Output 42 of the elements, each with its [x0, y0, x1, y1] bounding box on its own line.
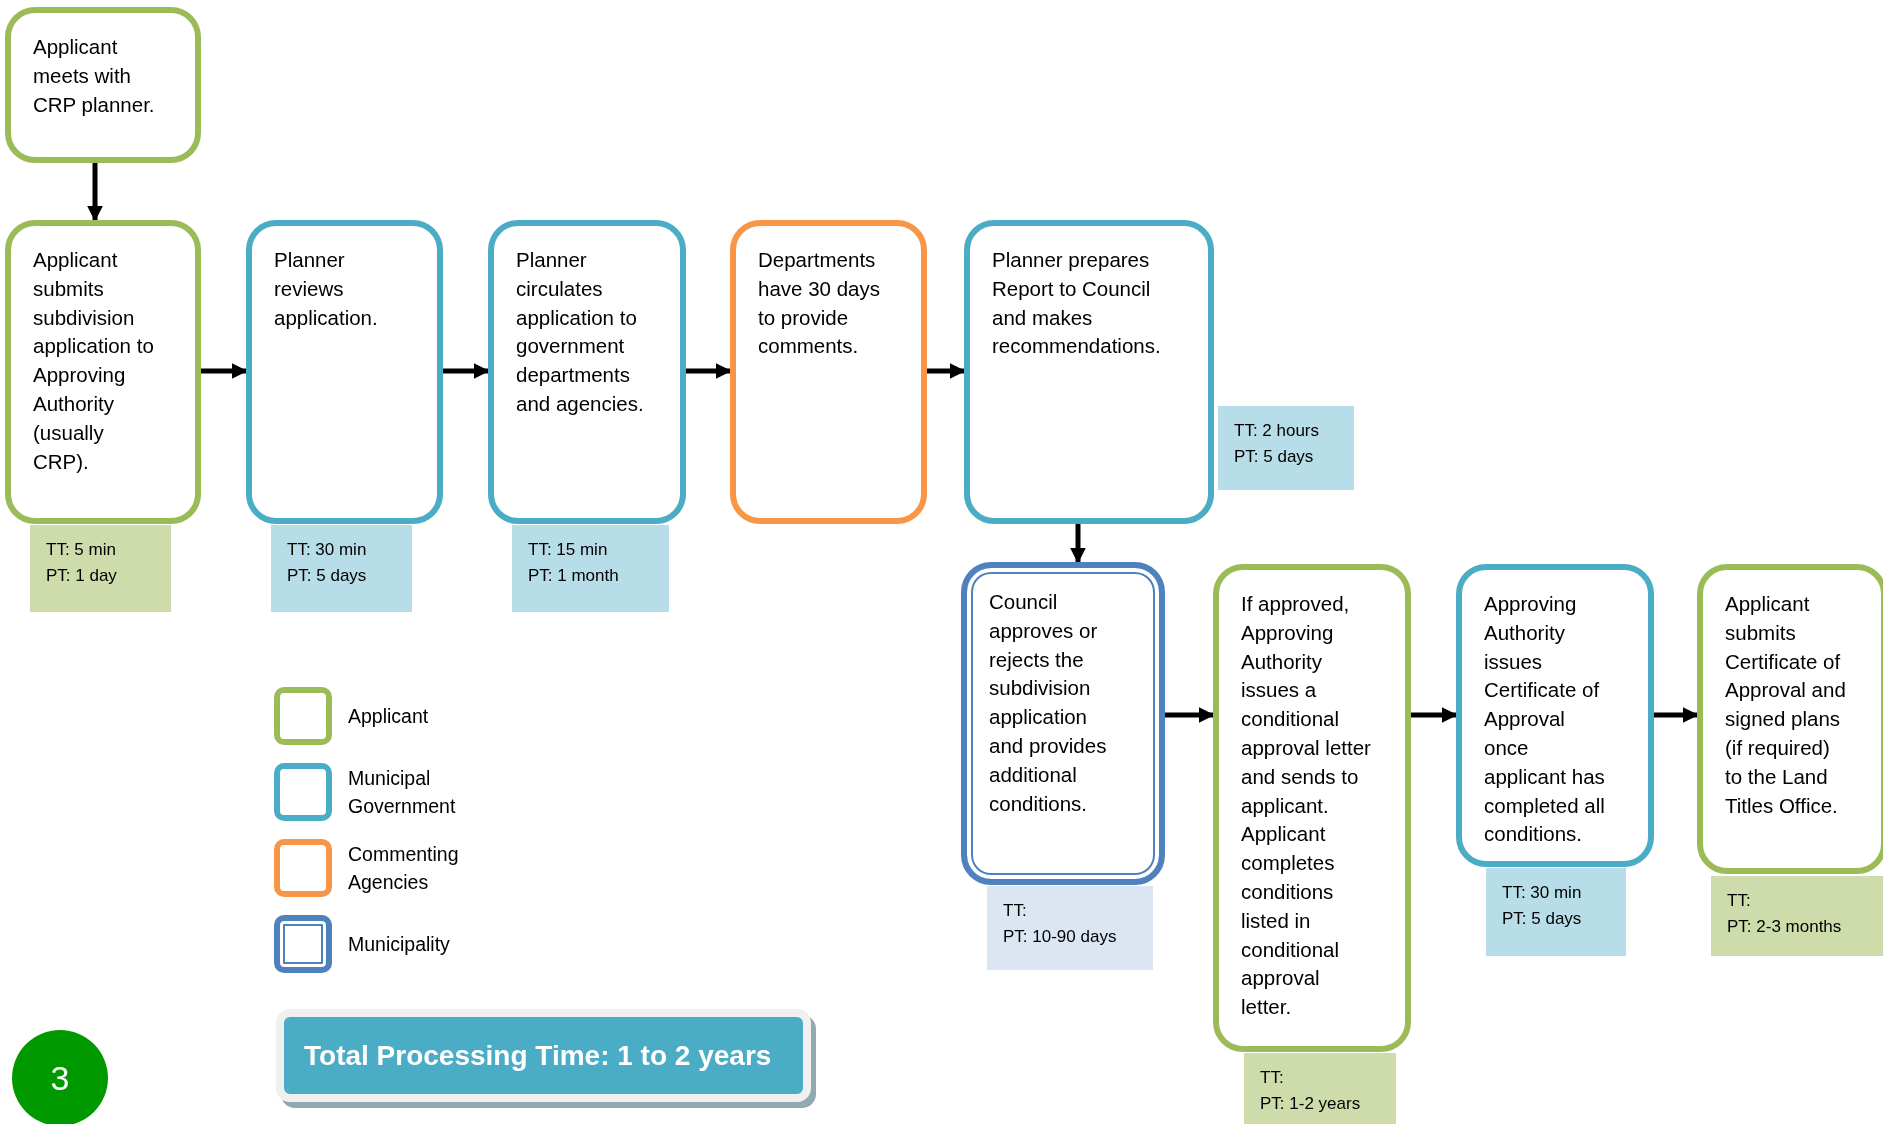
process-box [961, 562, 1165, 885]
step-text: Departments have 30 days to provide comments. [758, 247, 881, 360]
process-box [488, 220, 686, 524]
step-text: Planner reviews application. [274, 247, 379, 331]
step-text: Applicant meets with CRP planner. [33, 34, 156, 118]
process-box [964, 220, 1214, 524]
page-number-badge: 3 [12, 1030, 108, 1124]
step-text: Planner circulates application to government departments and agencies. [516, 247, 645, 417]
arrow [1411, 707, 1458, 723]
arrow [686, 363, 732, 379]
time-note: TT: 30 min PT: 5 days [271, 525, 412, 612]
legend-label: Municipal Government [348, 766, 457, 819]
step-text: Applicant submits subdivision application to Approving Authority (usually CRP). [33, 247, 155, 475]
process-box [5, 7, 201, 163]
process-box [246, 220, 443, 524]
legend-label: Applicant [348, 704, 430, 729]
time-note: TT: 30 min PT: 5 days [1486, 868, 1626, 956]
process-box [1697, 564, 1883, 874]
process-box [1213, 564, 1411, 1052]
arrow [443, 363, 490, 379]
time-note: TT: 2 hours PT: 5 days [1218, 406, 1354, 490]
legend-label: Municipality [348, 932, 451, 957]
step-text: Applicant submits Certificate of Approval and signed plans (if required) to the Land Titles Office. [1725, 591, 1847, 819]
process-box [5, 220, 201, 524]
process-box [1456, 564, 1654, 867]
step-text: Planner prepares Report to Council and makes recommendations. [992, 247, 1162, 360]
step-text: Approving Authority issues Certificate of Approval once applicant has completed all conditions. [1484, 591, 1606, 848]
arrow [87, 163, 103, 222]
time-note: TT: PT: 10-90 days [987, 886, 1153, 970]
arrow [1165, 707, 1215, 723]
time-note: TT: PT: 1-2 years [1244, 1053, 1396, 1124]
legend-label: Commenting Agencies [348, 842, 460, 895]
step-text: Council approves or rejects the subdivision application and provides additional conditions. [989, 589, 1108, 817]
arrow [1654, 707, 1699, 723]
time-note: TT: 15 min PT: 1 month [512, 525, 669, 612]
arrow [927, 363, 966, 379]
time-note: TT: PT: 2-3 months [1711, 876, 1883, 956]
arrow [1070, 524, 1086, 564]
arrow [201, 363, 248, 379]
time-note: TT: 5 min PT: 1 day [30, 525, 171, 612]
step-text: If approved, Approving Authority issues a conditional approval letter and sends to applicant. Applicant completes conditions listed in conditional approval letter. [1241, 591, 1371, 1021]
process-box [730, 220, 927, 524]
